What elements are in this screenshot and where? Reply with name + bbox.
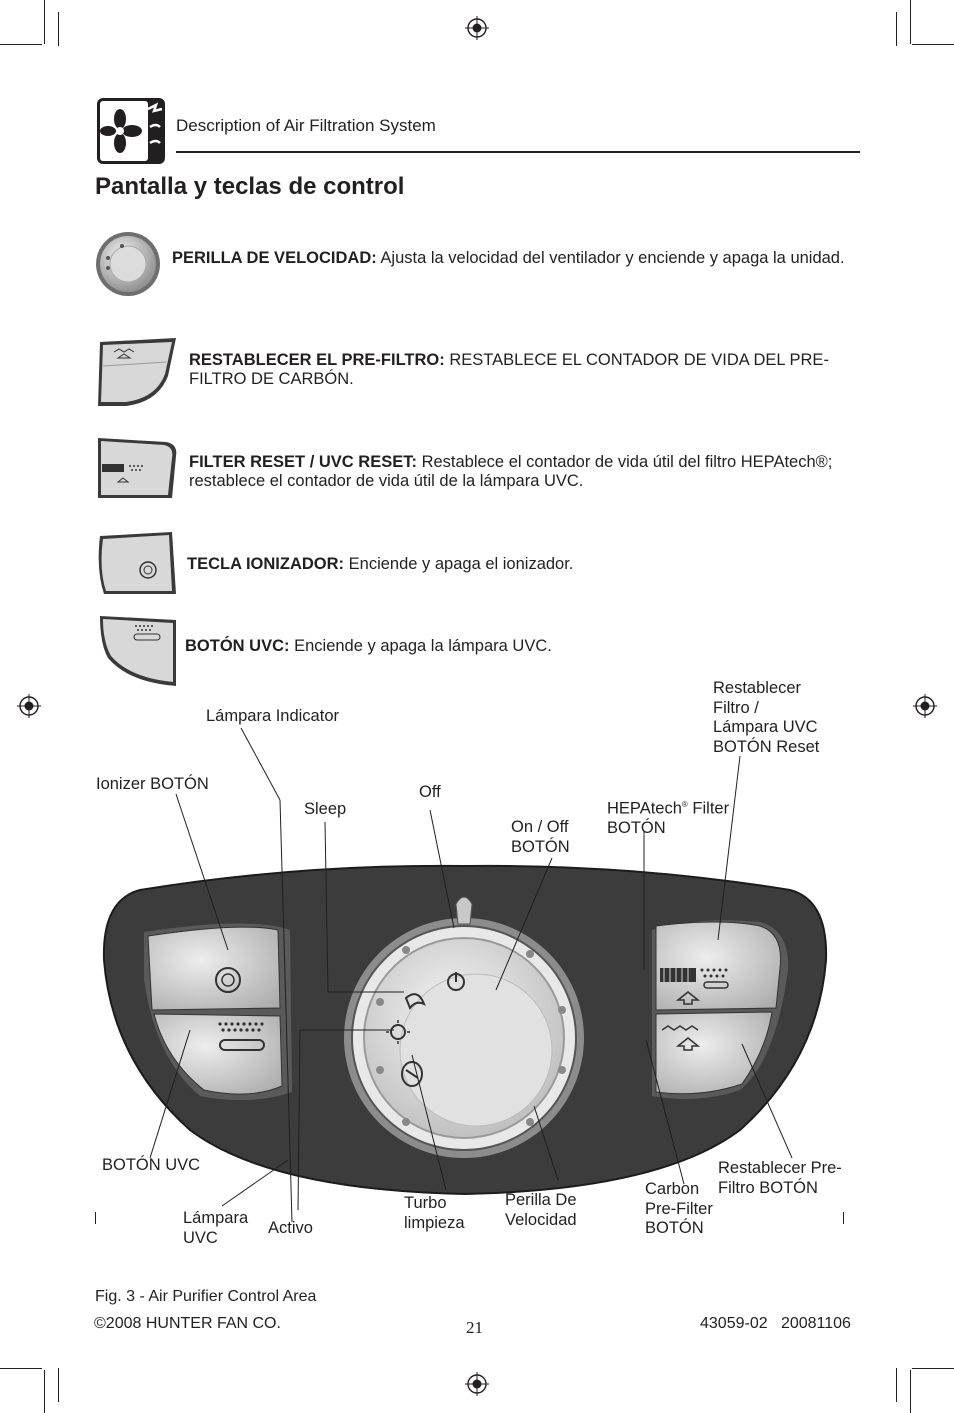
registration-mark-icon	[913, 694, 937, 718]
copyright: ©2008 HUNTER FAN CO.	[94, 1315, 281, 1332]
crop-mark	[843, 1212, 844, 1224]
label-boton-uvc: BOTÓN UVC	[102, 1156, 201, 1174]
crop-mark	[896, 1368, 897, 1402]
crop-mark	[910, 1370, 911, 1413]
document-code: 43059-02 20081106	[700, 1315, 851, 1332]
speed-knob-thumbnail	[96, 232, 160, 296]
registration-mark-icon	[17, 694, 41, 718]
uvc-button-thumbnail	[100, 616, 176, 686]
label-lampara-indicator: Lámpara Indicator	[206, 707, 339, 725]
label-on-off-button: On / Off BOTÓN	[511, 818, 570, 856]
crop-mark	[896, 12, 897, 46]
label-restablecer-filtro-uvc: Restablecer Filtro / Lámpara UVC BOTÓN R…	[713, 679, 820, 756]
label-sleep: Sleep	[304, 800, 347, 818]
crop-mark	[912, 44, 954, 45]
label-activo: Activo	[268, 1219, 313, 1237]
crop-mark	[44, 0, 45, 44]
label-ionizer-button: Ionizer BOTÓN	[96, 775, 209, 793]
control-description-ionizer: TECLA IONIZADOR: Enciende y apaga el ion…	[187, 555, 574, 573]
pre-filter-reset-thumbnail	[98, 338, 176, 406]
air-filtration-icon	[97, 98, 165, 164]
control-description-uvc-button: BOTÓN UVC: Enciende y apaga la lámpara U…	[185, 637, 552, 655]
crop-mark	[0, 44, 42, 45]
section-header: Description of Air Filtration System	[176, 116, 436, 135]
label-off: Off	[419, 783, 441, 801]
page-number: 21	[466, 1318, 483, 1337]
crop-mark	[58, 12, 59, 46]
crop-mark	[58, 1368, 59, 1402]
crop-mark	[912, 1368, 954, 1369]
crop-mark	[44, 1370, 45, 1413]
label-perilla-velocidad: Perilla De Velocidad	[505, 1191, 577, 1229]
page-title: Pantalla y teclas de control	[95, 173, 405, 200]
crop-mark	[910, 0, 911, 44]
crop-mark	[0, 1368, 42, 1369]
control-description-speed-knob: PERILLA DE VELOCIDAD: Ajusta la velocida…	[172, 249, 845, 267]
registration-mark-icon	[465, 16, 489, 40]
label-hepatech-filter-button: HEPAtech® Filter BOTÓN	[607, 799, 730, 838]
crop-mark	[95, 1212, 96, 1224]
label-lampara-uvc: Lámpara UVC	[183, 1209, 249, 1247]
ionizer-key-thumbnail	[98, 532, 176, 594]
registration-mark-icon	[465, 1372, 489, 1396]
figure-caption: Fig. 3 - Air Purifier Control Area	[95, 1288, 317, 1305]
label-restablecer-pre-filtro: Restablecer Pre- Filtro BOTÓN	[718, 1159, 842, 1197]
filter-uvc-reset-thumbnail	[98, 438, 177, 498]
header-divider	[176, 151, 860, 153]
control-description-pre-filter-reset: RESTABLECER EL PRE-FILTRO: RESTABLECE EL…	[189, 351, 829, 388]
control-description-filter-uvc-reset: FILTER RESET / UVC RESET: Restablece el …	[189, 453, 833, 490]
label-carbon-pre-filter-button: Carbon Pre-Filter BOTÓN	[645, 1180, 713, 1237]
label-turbo-limpieza: Turbo limpieza	[404, 1194, 465, 1232]
